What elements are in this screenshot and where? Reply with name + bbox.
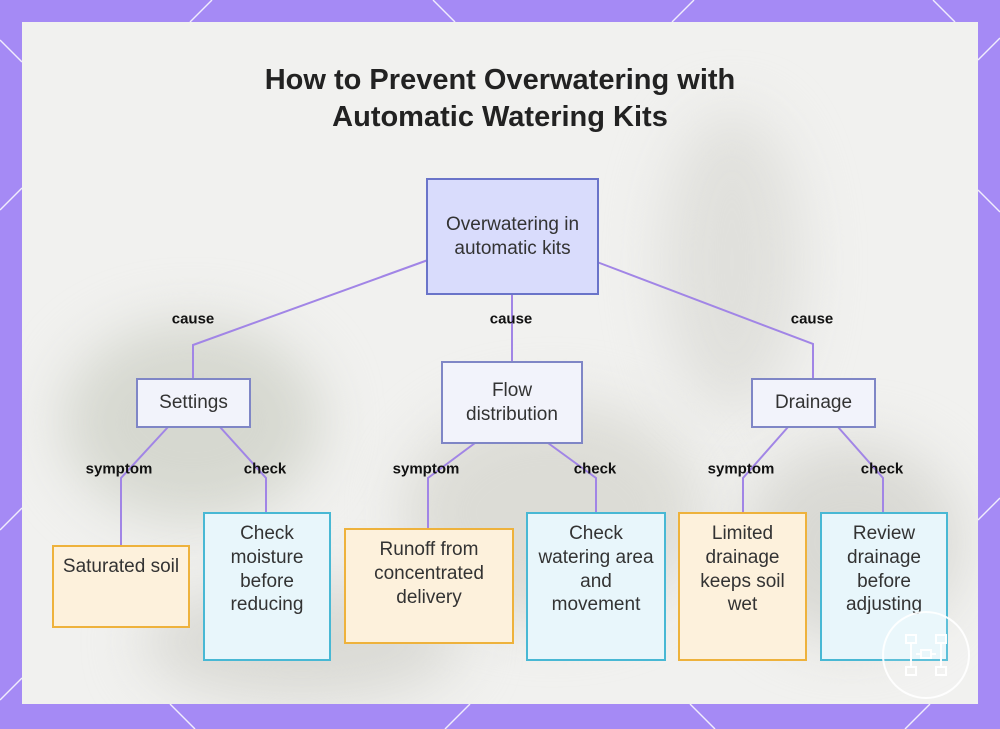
edge-label-symptom: symptom [392,460,460,478]
symptom-node-saturated-soil: Saturated soil [52,545,190,628]
diagram-title: How to Prevent Overwatering with Automat… [0,62,1000,136]
edge-label-cause: cause [790,310,834,328]
edge-label-cause: cause [489,310,533,328]
edge-label-check: check [573,460,617,478]
title-line-2: Automatic Watering Kits [332,101,668,134]
watermark-badge [882,611,970,699]
edge-label-check: check [243,460,287,478]
edge-label-check: check [860,460,904,478]
check-node-moisture: Check moisture before reducing [203,512,331,661]
cause-node-drainage: Drainage [751,378,876,428]
check-node-watering-area: Check watering area and movement [526,512,666,661]
edge-flow-symptom [427,442,476,528]
edge-root-drainage [596,261,814,378]
edge-flow-check [547,442,597,512]
root-node: Overwatering in automatic kits [426,178,599,295]
edge-label-symptom: symptom [707,460,775,478]
cause-node-flow-distribution: Flow distribution [441,361,583,444]
edge-root-settings [192,259,429,378]
background-blur [662,112,802,412]
edge-drainage-check [837,426,884,512]
symptom-node-runoff: Runoff from concentrated delivery [344,528,514,644]
network-icon [905,634,947,676]
title-line-1: How to Prevent Overwatering with [264,64,736,96]
cause-node-settings: Settings [136,378,251,428]
edge-drainage-symptom [742,426,789,512]
symptom-node-limited-drainage: Limited drainage keeps soil wet [678,512,807,661]
edge-label-cause: cause [171,310,215,328]
edge-settings-symptom [120,426,169,545]
edge-label-symptom: symptom [85,460,153,478]
edge-settings-check [219,426,267,512]
